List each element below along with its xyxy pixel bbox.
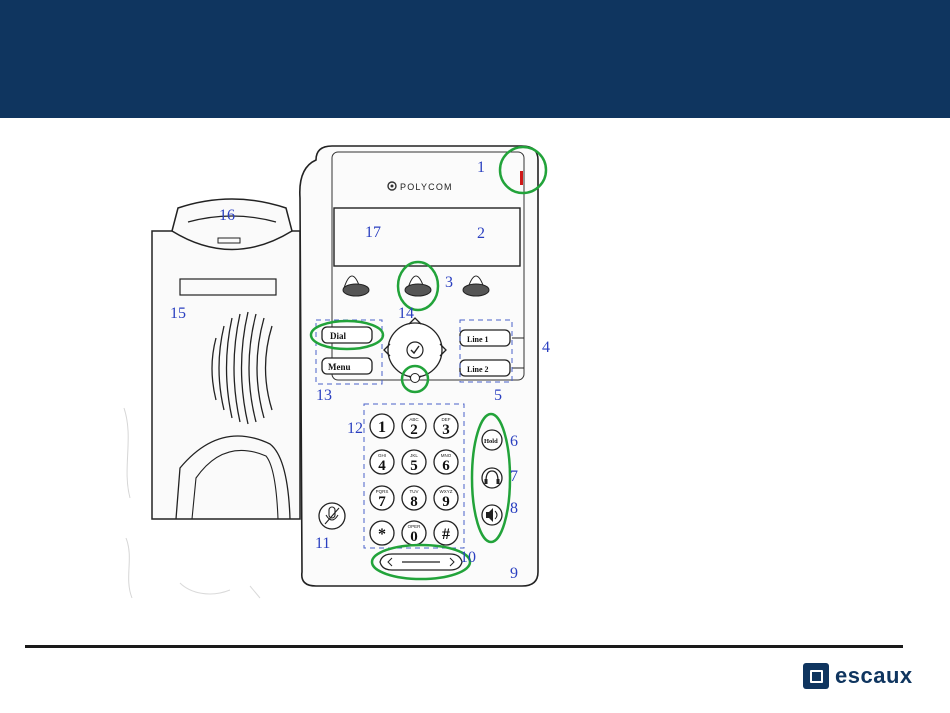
callout-15: 15 — [170, 306, 186, 322]
callout-14: 14 — [398, 306, 414, 322]
keypad-key-digit: 1 — [378, 419, 386, 436]
svg-text:Dial: Dial — [330, 331, 347, 341]
keypad-key-digit: 0 — [410, 529, 418, 545]
keypad-key-1: 1 — [370, 414, 394, 438]
svg-text:Line 2: Line 2 — [467, 365, 489, 374]
callout-17: 17 — [365, 225, 381, 241]
escaux-logo: escaux — [803, 662, 913, 690]
handset — [152, 199, 300, 519]
svg-text:Menu: Menu — [328, 362, 351, 372]
phone-diagram: POLYCOM Dial Menu — [120, 138, 560, 608]
volume-key — [380, 554, 462, 570]
keypad-key-digit: 7 — [378, 494, 386, 510]
footer-rule — [25, 645, 903, 648]
mute-key — [319, 503, 345, 529]
brand-label: POLYCOM — [400, 182, 453, 192]
header-bar — [0, 0, 950, 118]
keypad-key-digit: 3 — [442, 422, 450, 438]
callout-11: 11 — [315, 536, 330, 552]
callout-1: 1 — [477, 160, 485, 176]
callout-5: 5 — [494, 388, 502, 404]
escaux-square-icon — [803, 663, 829, 689]
keypad-key-digit: # — [442, 526, 450, 543]
menu-key: Menu — [322, 358, 372, 374]
callout-12: 12 — [347, 421, 363, 437]
headset-key — [482, 468, 502, 488]
keypad-key-10: * — [370, 521, 394, 545]
callout-16: 16 — [219, 208, 235, 224]
callout-9: 9 — [510, 566, 518, 582]
callout-13: 13 — [316, 388, 332, 404]
message-indicator-led — [520, 171, 523, 185]
svg-text:Line 1: Line 1 — [467, 335, 489, 344]
speaker-key — [482, 505, 502, 525]
callout-2: 2 — [477, 226, 485, 242]
callout-10: 10 — [460, 550, 476, 566]
keypad-key-digit: * — [378, 526, 386, 543]
svg-text:Hold: Hold — [484, 438, 498, 445]
callout-7: 7 — [510, 469, 518, 485]
callout-3: 3 — [445, 275, 453, 291]
keypad-key-digit: 4 — [378, 458, 386, 474]
keypad-key-digit: 9 — [442, 494, 450, 510]
callout-8: 8 — [510, 501, 518, 517]
keypad-key-digit: 6 — [442, 458, 450, 474]
keypad-key-digit: 2 — [410, 422, 418, 438]
hold-key: Hold — [482, 430, 502, 450]
keypad-key-digit: 5 — [410, 458, 418, 474]
callout-4: 4 — [542, 340, 550, 356]
callout-6: 6 — [510, 434, 518, 450]
keypad-key-digit: 8 — [410, 494, 418, 510]
phone-illustration: POLYCOM Dial Menu — [120, 138, 560, 608]
dial-key: Dial — [322, 327, 372, 343]
logo-text: escaux — [835, 663, 913, 689]
keypad-key-12: # — [434, 521, 458, 545]
